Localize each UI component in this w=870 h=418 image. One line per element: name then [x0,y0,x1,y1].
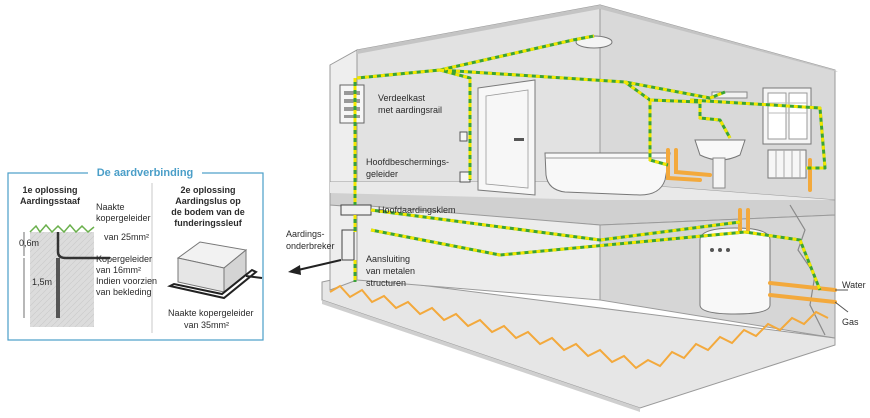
bathroom-light [711,91,748,99]
option1-title-2: Aardingsstaaf [20,196,81,206]
option2-title-3: de bodem van de [171,207,245,217]
bathtub [544,152,671,196]
option1-naked-2: kopergeleider [96,213,151,223]
option2-label-1: Naakte kopergeleider [168,308,254,318]
foundation-earth-loop [329,284,829,370]
option2-title-1: 2e oplossing [180,185,235,195]
door [477,79,536,196]
wall-switch [459,131,468,142]
hoofdbeschermings-label-1: Hoofdbeschermings- [366,157,449,167]
boiler [699,227,771,315]
aansluiting-label-1: Aansluiting [366,254,410,264]
aardings-label-2: onderbreker [286,241,335,251]
depth-top-label: 0,6m [19,238,39,248]
sink [694,139,746,189]
verdeelkast-label-2: met aardingsrail [378,105,442,115]
inset-title: De aardverbinding [97,167,194,179]
gas-label: Gas [842,317,859,327]
option2-title-2: Aardingslus op [175,196,241,206]
main-earthing-terminal [340,204,372,216]
hoofdbeschermings-label-2: geleider [366,169,398,179]
option-1: 1e oplossing Aardingsstaaf 0,6m 1,5m Naa… [19,185,157,327]
aansluiting-label-3: structuren [366,278,406,288]
option-2: 2e oplossing Aardingslus op de bodem van… [167,185,263,330]
aardings-label-1: Aardings- [286,229,325,239]
hoofdaardingsklem-label: Hoofdaardingsklem [378,205,456,215]
option2-title-4: funderingssleuf [174,218,243,228]
verdeelkast-label-1: Verdeelkast [378,93,426,103]
window [762,87,812,145]
option1-copper-1: Kopergeleider [96,254,152,264]
inset-panel: De aardverbinding 1e oplossing Aardingss… [7,164,264,341]
option2-label-2: van 35mm² [184,320,229,330]
aansluiting-label-2: van metalen [366,266,415,276]
depth-rod-label: 1,5m [32,277,52,287]
earthing-wires [353,34,827,291]
water-label: Water [842,280,866,290]
option1-copper-4: van bekleding [96,287,152,297]
option1-copper-3: Indien voorzien [96,276,157,286]
earth-arrow [288,259,342,275]
option1-title-1: 1e oplossing [22,185,77,195]
option1-naked-3: van 25mm² [104,232,149,242]
pipes [666,148,837,304]
gas-line [834,301,849,313]
option1-naked-1: Naakte [96,202,125,212]
option1-copper-2: van 16mm² [96,265,141,275]
distribution-board [339,84,365,124]
earthing-disconnector [341,229,355,261]
foundation-loop-house [167,241,263,300]
radiator [767,149,807,179]
house-cutaway [288,4,849,412]
house-labels: Verdeelkast met aardingsrail Hoofdbesche… [286,93,866,327]
